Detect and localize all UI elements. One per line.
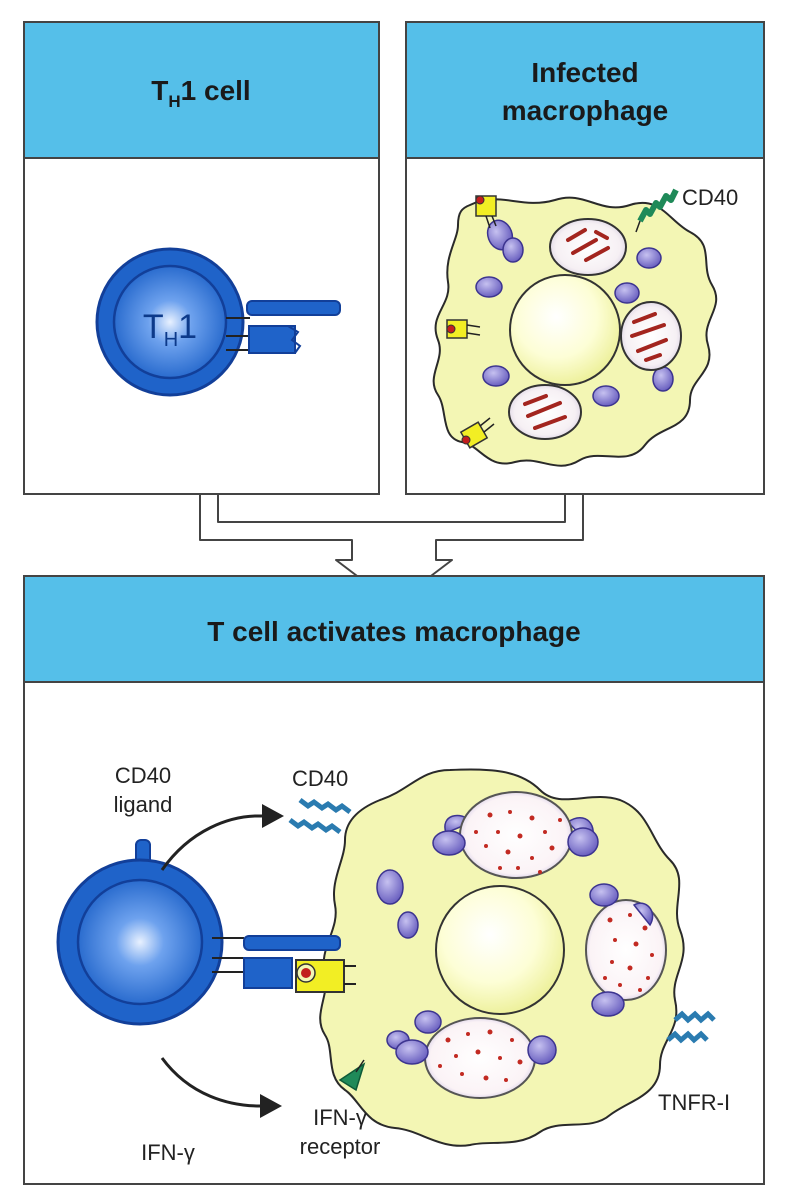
arrow-ifn-signal: [160, 1057, 282, 1118]
activated-t-cell: [56, 839, 224, 1026]
cd40-ligand-label: CD40: [115, 763, 171, 788]
activation-panel-title: T cell activates macrophage: [207, 616, 581, 647]
ifn-gamma-receptor: [338, 1059, 366, 1092]
macrophage-panel: Infected macrophage: [405, 21, 765, 495]
tnfr-label: TNFR-I: [658, 1090, 730, 1115]
cd40-label-activation: CD40: [292, 766, 348, 791]
arrow-cd40-signal: [160, 804, 284, 871]
mhc-receptor-bottom: [459, 417, 495, 449]
macrophage-panel-header: [407, 23, 763, 158]
t-cell-receptor: [226, 300, 341, 354]
tcr-mhc-synapse: [212, 935, 356, 993]
activation-panel-header: [25, 577, 763, 681]
vesicles: [475, 219, 674, 407]
cd40-label: CD40: [682, 185, 738, 210]
th1-panel-title: TH1 cell: [151, 75, 250, 111]
ifn-receptor-label: IFN-γ: [313, 1105, 367, 1130]
cd40-receptors-macrophage: [288, 798, 352, 834]
activation-panel: T cell activates macrophage: [23, 575, 765, 1185]
merge-arrow: [199, 491, 584, 605]
phagosome-3: [508, 384, 582, 440]
ifn-receptor-label-line2: receptor: [300, 1134, 381, 1159]
th1-cell-label: TH1: [143, 308, 197, 351]
macrophage-nucleus: [509, 274, 621, 386]
tnfr-receptors: [666, 1010, 716, 1044]
phagolysosome-top: [432, 791, 599, 879]
phagosome-2: [620, 301, 682, 371]
th1-panel: TH1 cell TH1: [23, 21, 380, 495]
cd40-receptor: [635, 188, 679, 233]
cd40-ligand-label-line2: ligand: [114, 792, 173, 817]
activated-macrophage-nucleus: [435, 885, 565, 1015]
macrophage-panel-title-line2: macrophage: [502, 95, 669, 126]
phagolysosome-bottom: [395, 1017, 557, 1099]
phagosome-1: [549, 218, 627, 276]
mhc-receptor-top: [475, 195, 497, 229]
th1-panel-header: [25, 23, 378, 158]
mhc-receptor-left: [446, 319, 481, 339]
ifn-gamma-label: IFN-γ: [141, 1140, 195, 1165]
th1-cell: TH1: [95, 247, 245, 397]
macrophage-panel-title: Infected: [531, 57, 638, 88]
phagolysosome-right: [585, 883, 667, 1017]
